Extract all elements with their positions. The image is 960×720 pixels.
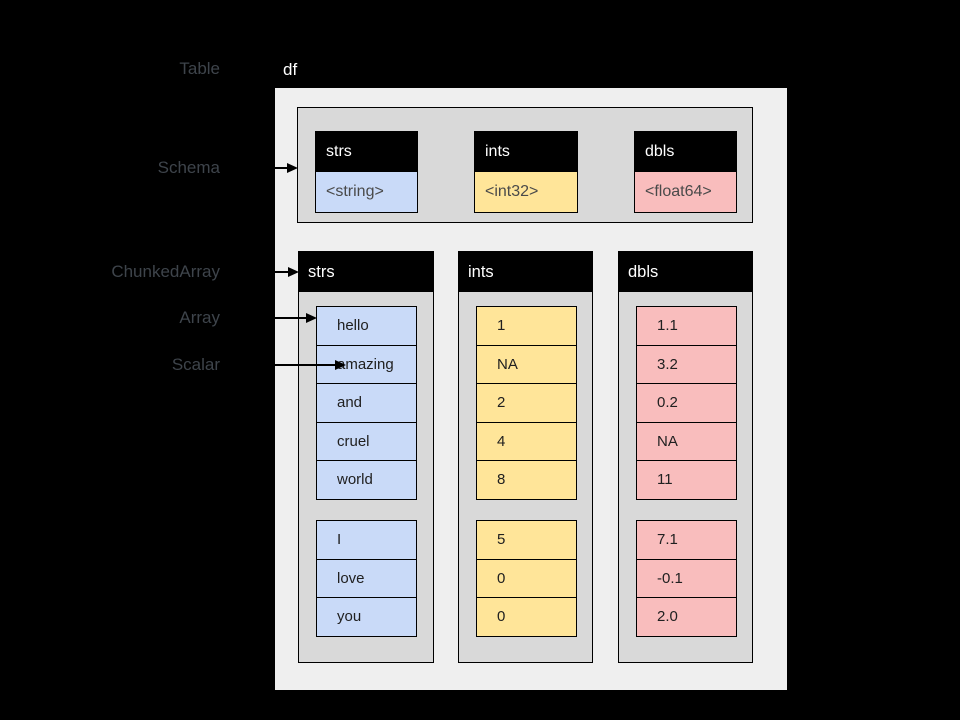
schema-field-type: <float64>	[635, 172, 736, 212]
array-cell: 4	[476, 421, 577, 461]
chunked-array-dbls: dbls 1.1 3.2 0.2 NA 11 7.1 -0.1 2.0	[618, 251, 753, 663]
array-cell: NA	[476, 344, 577, 384]
label-scalar: Scalar	[171, 355, 220, 374]
array-cell: 0.2	[636, 383, 737, 423]
array-cell: 3.2	[636, 344, 737, 384]
array-cell: -0.1	[636, 558, 737, 598]
schema-field-ints: ints <int32>	[474, 131, 578, 213]
schema-field-type: <int32>	[475, 172, 577, 212]
schema-arrow-line	[240, 167, 288, 169]
chunked-array-strs: strs hello amazing and cruel world I lov…	[298, 251, 434, 663]
array-cell: 2.0	[636, 597, 737, 637]
array-cell: 7.1	[636, 520, 737, 560]
table-name: df	[283, 60, 298, 79]
column-header: ints	[459, 252, 592, 292]
label-table: Table	[179, 59, 220, 78]
chunked-array-arrow-icon	[288, 267, 299, 277]
array-chunk: hello amazing and cruel world	[316, 306, 417, 500]
array-cell: love	[316, 558, 417, 598]
array-cell: 1	[476, 306, 577, 346]
array-arrow-line	[240, 317, 307, 319]
array-cell: 8	[476, 460, 577, 500]
schema-field-name: dbls	[635, 132, 736, 172]
array-cell: I	[316, 520, 417, 560]
array-chunk: 5 0 0	[476, 520, 577, 637]
array-cell: 2	[476, 383, 577, 423]
column-header: dbls	[619, 252, 752, 292]
label-array: Array	[179, 308, 220, 327]
array-chunk: 7.1 -0.1 2.0	[636, 520, 737, 637]
array-cell: NA	[636, 421, 737, 461]
array-cell: 0	[476, 597, 577, 637]
schema-field-type: <string>	[316, 172, 417, 212]
array-chunk: 1 NA 2 4 8	[476, 306, 577, 500]
array-cell: and	[316, 383, 417, 423]
array-cell: 11	[636, 460, 737, 500]
scalar-arrow-icon	[335, 360, 346, 370]
chunked-array-arrow-line	[240, 271, 289, 273]
array-arrow-icon	[306, 313, 317, 323]
array-chunk: 1.1 3.2 0.2 NA 11	[636, 306, 737, 500]
schema-field-dbls: dbls <float64>	[634, 131, 737, 213]
label-schema: Schema	[157, 158, 220, 177]
array-cell: world	[316, 460, 417, 500]
schema-field-name: ints	[475, 132, 577, 172]
label-chunked-array: ChunkedArray	[111, 262, 220, 281]
array-cell: cruel	[316, 421, 417, 461]
schema-arrow-icon	[287, 163, 298, 173]
chunked-array-ints: ints 1 NA 2 4 8 5 0 0	[458, 251, 593, 663]
schema-field-name: strs	[316, 132, 417, 172]
scalar-arrow-line	[232, 364, 337, 366]
array-cell: 0	[476, 558, 577, 598]
array-cell: 5	[476, 520, 577, 560]
array-cell: 1.1	[636, 306, 737, 346]
array-cell: you	[316, 597, 417, 637]
array-cell: hello	[316, 306, 417, 346]
schema-field-strs: strs <string>	[315, 131, 418, 213]
array-chunk: I love you	[316, 520, 417, 637]
column-header: strs	[299, 252, 433, 292]
